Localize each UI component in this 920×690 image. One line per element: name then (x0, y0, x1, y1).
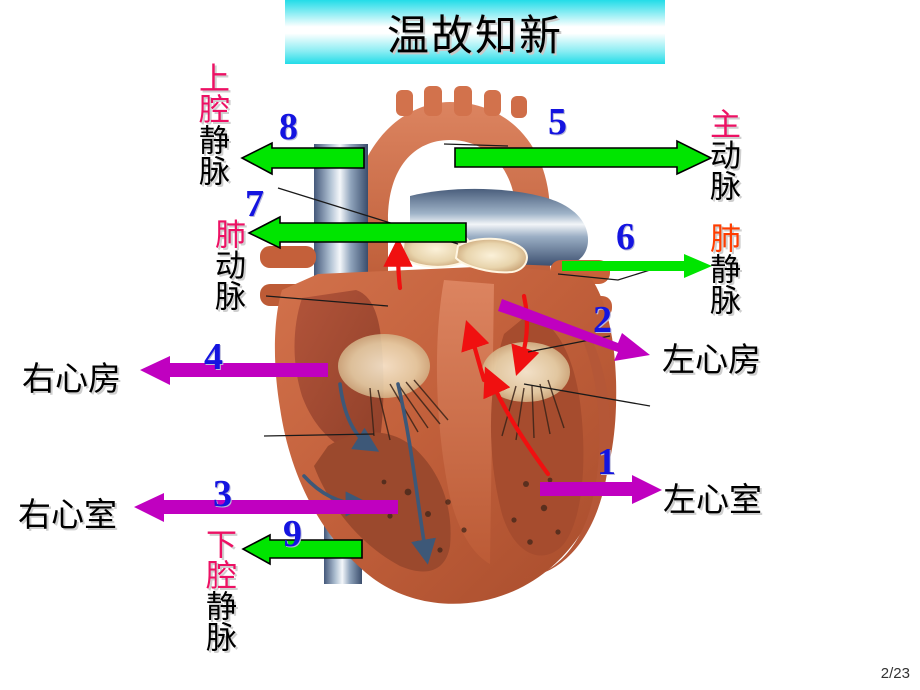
label-left-ventricle: 左心室 (663, 483, 762, 519)
label-left-atrium: 左心房 (662, 343, 761, 379)
title-banner (285, 0, 665, 64)
callout-arrow-9 (241, 533, 363, 566)
page-number: 2/23 (880, 665, 910, 682)
label-pulmonary-vein-rest: 静脉 (705, 253, 740, 315)
callout-arrow-5 (454, 139, 713, 176)
callout-number-6: 6 (616, 216, 635, 258)
label-superior-vena-cava-rest: 静脉 (194, 124, 229, 186)
label-inferior-vena-cava: 下腔静脉 (201, 528, 236, 652)
label-pulmonary-artery-rest: 动脉 (210, 249, 245, 311)
callout-number-7: 7 (245, 183, 264, 225)
label-inferior-vena-cava-highlight: 下腔 (201, 528, 236, 590)
callout-number-2: 2 (593, 299, 612, 341)
callout-number-3: 3 (213, 473, 232, 515)
callout-number-8: 8 (279, 106, 298, 148)
label-aorta-rest: 动脉 (705, 139, 740, 201)
label-inferior-vena-cava-rest: 静脉 (201, 590, 236, 652)
callout-arrow-3 (134, 493, 398, 522)
label-pulmonary-artery: 肺动脉 (210, 218, 245, 311)
label-superior-vena-cava: 上腔静脉 (194, 62, 229, 186)
heart-diagram-image (258, 84, 658, 614)
label-superior-vena-cava-highlight: 上腔 (194, 62, 229, 124)
callout-arrow-2 (498, 299, 650, 361)
callout-arrow-6 (562, 254, 712, 278)
label-right-atrium: 右心房 (22, 362, 121, 398)
callout-arrow-1 (540, 475, 662, 504)
callout-number-9: 9 (283, 513, 302, 555)
callout-arrow-8 (240, 141, 365, 176)
label-pulmonary-vein-highlight: 肺 (705, 222, 740, 253)
callout-number-5: 5 (548, 101, 567, 143)
label-pulmonary-artery-highlight: 肺 (210, 218, 245, 249)
page-title: 温故知新 (386, 13, 563, 60)
callout-number-4: 4 (204, 336, 223, 378)
label-pulmonary-vein: 肺静脉 (705, 222, 740, 315)
callout-arrow-4 (140, 356, 328, 385)
callout-number-1: 1 (597, 441, 616, 483)
label-right-ventricle: 右心室 (18, 498, 117, 534)
label-aorta: 主动脉 (705, 108, 740, 201)
callout-arrow-7 (247, 215, 467, 250)
label-aorta-highlight: 主 (705, 108, 740, 139)
